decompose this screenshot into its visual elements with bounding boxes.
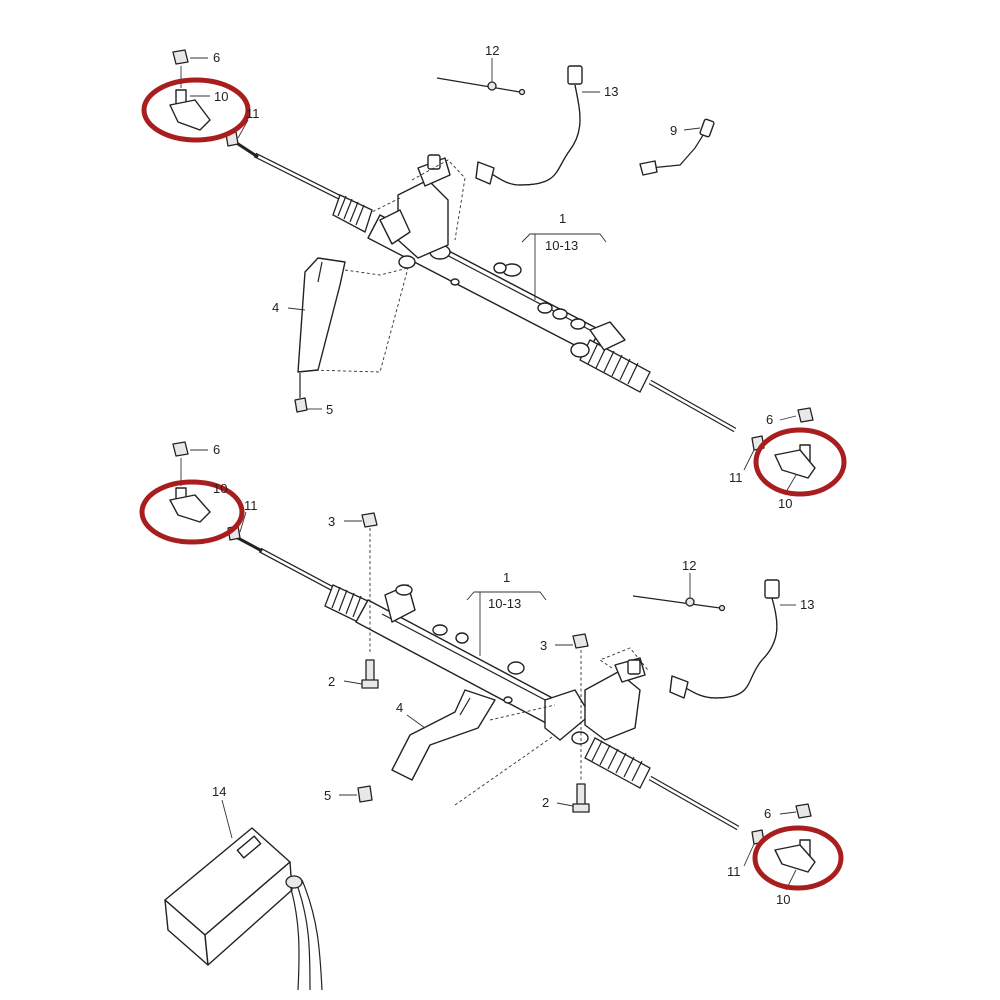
top-label-1: 1 bbox=[559, 211, 566, 226]
top-assembly: 6 10 11 12 13 9 1 10-13 4 5 6 11 10 bbox=[141, 43, 847, 511]
top-label-5: 5 bbox=[326, 402, 333, 417]
top-bolt-5 bbox=[294, 373, 308, 413]
bottom-label-11-left: 11 bbox=[244, 498, 258, 513]
bottom-label-4: 4 bbox=[396, 700, 403, 715]
bottom-valve-dash bbox=[599, 647, 649, 671]
bottom-label-3-left: 3 bbox=[328, 514, 335, 529]
bottom-valve-body bbox=[571, 657, 646, 745]
top-label-6-right: 6 bbox=[766, 412, 773, 427]
bottom-label-14: 14 bbox=[212, 784, 226, 799]
bottom-label-2-left: 2 bbox=[328, 674, 335, 689]
top-part-9 bbox=[639, 118, 715, 176]
top-left-tie-rod-end bbox=[169, 49, 239, 147]
bottom-label-12: 12 bbox=[682, 558, 696, 573]
top-sensor-12 bbox=[436, 77, 526, 96]
bottom-label-10-right: 10 bbox=[776, 892, 790, 907]
top-right-highlight-ring bbox=[753, 427, 847, 497]
bottom-label-6-left: 6 bbox=[213, 442, 220, 457]
top-label-12: 12 bbox=[485, 43, 499, 58]
bottom-label-13: 13 bbox=[800, 597, 814, 612]
bottom-harness-13 bbox=[669, 579, 780, 699]
bottom-left-highlight-ring bbox=[139, 479, 245, 545]
bottom-label-3-right: 3 bbox=[540, 638, 547, 653]
bottom-right-tie-rod bbox=[648, 775, 740, 831]
bottom-label-10-left: 10 bbox=[213, 481, 227, 496]
bottom-right-tie-rod-end bbox=[751, 803, 816, 873]
bottom-bolt-3-right bbox=[572, 633, 589, 780]
bottom-label-6-right: 6 bbox=[764, 806, 771, 821]
bottom-control-module-14 bbox=[164, 827, 323, 991]
top-label-9: 9 bbox=[670, 123, 677, 138]
bottom-bolt-3-left bbox=[361, 512, 378, 652]
top-bracket-4 bbox=[297, 257, 346, 373]
bottom-bracket-dash bbox=[454, 704, 556, 806]
top-label-13: 13 bbox=[604, 84, 618, 99]
bottom-leaders bbox=[190, 449, 797, 891]
bottom-assembly: 6 10 11 3 1 10-13 12 13 3 2 4 5 2 6 11 1… bbox=[139, 441, 844, 991]
bottom-left-tie-rod bbox=[235, 535, 337, 593]
top-label-11-left: 11 bbox=[246, 106, 260, 121]
bottom-label-2-right: 2 bbox=[542, 795, 549, 810]
top-label-4: 4 bbox=[272, 300, 279, 315]
top-harness-13 bbox=[475, 65, 583, 186]
top-label-10-right: 10 bbox=[778, 496, 792, 511]
top-label-6-left: 6 bbox=[213, 50, 220, 65]
top-leaders bbox=[190, 57, 797, 493]
top-right-boot bbox=[570, 321, 651, 393]
top-bracket-dash bbox=[309, 267, 409, 373]
bottom-rack-housing bbox=[355, 584, 591, 741]
bottom-sensor-12 bbox=[632, 595, 726, 612]
bottom-right-boot bbox=[584, 737, 651, 789]
top-label-1-range: 10-13 bbox=[545, 238, 578, 253]
top-label-10-left: 10 bbox=[214, 89, 228, 104]
top-left-tie-rod bbox=[231, 138, 347, 203]
top-label-11-right: 11 bbox=[729, 470, 743, 485]
bottom-label-1: 1 bbox=[503, 570, 510, 585]
bottom-bolt-2-right bbox=[572, 783, 590, 813]
top-right-tie-rod-end bbox=[751, 407, 816, 479]
top-left-boot bbox=[332, 194, 373, 233]
top-left-highlight-ring bbox=[141, 77, 251, 143]
bottom-bracket-4 bbox=[391, 689, 496, 781]
bottom-label-11-right: 11 bbox=[727, 864, 741, 879]
top-right-tie-rod bbox=[648, 379, 737, 433]
bottom-label-5: 5 bbox=[324, 788, 331, 803]
bottom-bolt-2-left bbox=[361, 659, 379, 689]
bottom-right-highlight-ring bbox=[752, 825, 844, 891]
bottom-bolt-5 bbox=[357, 785, 373, 803]
bottom-label-1-range: 10-13 bbox=[488, 596, 521, 611]
